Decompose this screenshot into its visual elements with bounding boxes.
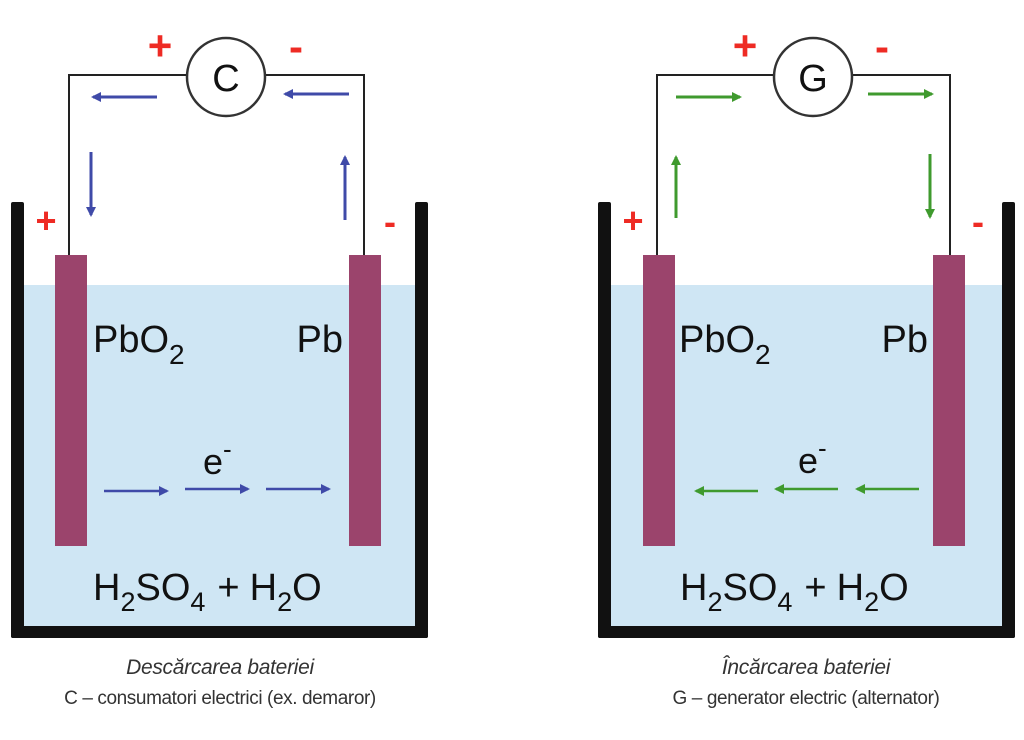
positive-electrode-pbo2 [643,255,675,546]
container-left-wall [598,202,611,638]
circuit-wire [656,74,951,255]
pb-label: Pb [297,319,343,361]
electrode-plus-sign: + [622,200,643,241]
electron-label: e- [798,433,827,481]
charge-panel: G + - + - PbO2 Pb e- H2SO4+H2O [598,22,1015,638]
circuit-wire [68,74,365,255]
pbo2-label: PbO2 [93,319,185,370]
charge-caption-title: Încărcarea bateriei [721,656,891,679]
consumer-symbol-letter: C [212,58,239,100]
container-bottom [11,626,428,638]
electron-label: e- [203,434,232,482]
device-minus-sign: - [875,23,889,70]
discharge-panel: C + - + - PbO2 Pb e- H2SO4+H2O [11,22,428,638]
consumer-symbol-circle [185,36,267,118]
container-right-wall [1002,202,1015,638]
charge-caption: Încărcarea bateriei G – generator electr… [586,656,1024,710]
generator-symbol-circle [772,36,854,118]
device-minus-sign: - [289,23,303,70]
container-left-wall [11,202,24,638]
device-plus-sign: + [733,22,758,69]
electrode-minus-sign: - [972,201,984,242]
electrode-plus-sign: + [35,200,56,241]
device-plus-sign: + [148,22,173,69]
discharge-caption: Descărcarea bateriei C – consumatori ele… [0,656,440,710]
electrode-minus-sign: - [384,201,396,242]
container-right-wall [415,202,428,638]
pb-label: Pb [882,319,928,361]
negative-electrode-pb [349,255,381,546]
positive-electrode-pbo2 [55,255,87,546]
container-bottom [598,626,1015,638]
pbo2-label: PbO2 [679,319,771,370]
charge-caption-desc: G – generator electric (alternator) [672,688,940,709]
electrolyte-formula: H2SO4+H2O [680,567,909,617]
generator-symbol-letter: G [798,58,828,100]
negative-electrode-pb [933,255,965,546]
discharge-caption-desc: C – consumatori electrici (ex. demaror) [64,688,376,709]
discharge-caption-title: Descărcarea bateriei [126,656,314,679]
electrolyte-formula: H2SO4+H2O [93,567,322,617]
